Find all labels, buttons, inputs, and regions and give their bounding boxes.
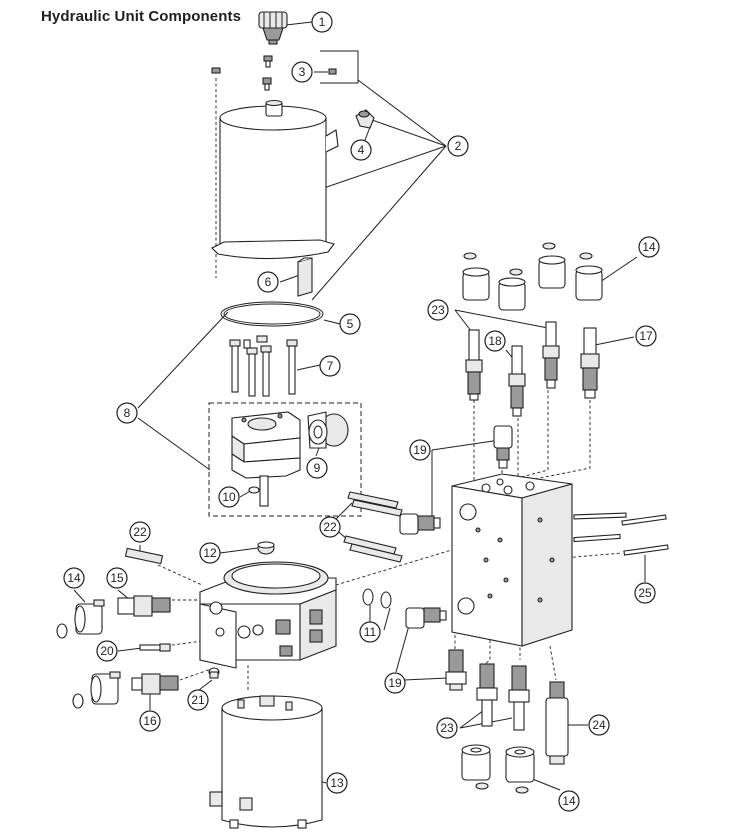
coil-valve-16-part bbox=[72, 671, 179, 709]
callout-13-label: 13 bbox=[330, 776, 344, 790]
callout-9-label: 9 bbox=[314, 461, 321, 475]
stem-20-part bbox=[139, 643, 171, 652]
callout-4-label: 4 bbox=[358, 143, 365, 157]
callout-17: 17 bbox=[635, 325, 657, 347]
callout-22-right: 22 bbox=[319, 516, 341, 538]
callout-4: 4 bbox=[350, 139, 372, 161]
callout-5-label: 5 bbox=[347, 317, 354, 331]
relief-valve-top-part bbox=[493, 425, 513, 469]
callout-23-bottom-label: 23 bbox=[440, 721, 454, 735]
callout-18: 18 bbox=[484, 330, 506, 352]
callout-18-label: 18 bbox=[488, 334, 502, 348]
callout-20-label: 20 bbox=[100, 644, 114, 658]
callout-7: 7 bbox=[319, 355, 341, 377]
lower-valves-part bbox=[445, 649, 569, 765]
callout-6-label: 6 bbox=[265, 275, 272, 289]
callout-19-bottom: 19 bbox=[384, 672, 406, 694]
callout-11-label: 11 bbox=[364, 625, 377, 639]
callout-24-label: 24 bbox=[592, 718, 606, 732]
callout-19-top-label: 19 bbox=[413, 443, 427, 457]
callout-16-label: 16 bbox=[143, 714, 157, 728]
fittings-22-part bbox=[124, 491, 403, 565]
tie-rods-part bbox=[573, 512, 669, 556]
callout-19-bottom-label: 19 bbox=[388, 676, 402, 690]
callout-24: 24 bbox=[588, 714, 610, 736]
callout-10-label: 10 bbox=[222, 490, 236, 504]
callout-12-label: 12 bbox=[203, 546, 217, 560]
callout-23-top: 23 bbox=[427, 299, 449, 321]
callout-13: 13 bbox=[326, 772, 348, 794]
bolts-part bbox=[229, 335, 298, 397]
callout-8-label: 8 bbox=[124, 406, 131, 420]
callout-2-label: 2 bbox=[455, 139, 462, 153]
callout-14-left-label: 14 bbox=[67, 571, 81, 585]
coil-valve-15-part bbox=[56, 595, 171, 639]
callout-23-top-label: 23 bbox=[431, 303, 445, 317]
callout-16: 16 bbox=[139, 710, 161, 732]
callout-9: 9 bbox=[306, 457, 328, 479]
callout-17-label: 17 bbox=[639, 329, 653, 343]
page-title: Hydraulic Unit Components bbox=[41, 8, 242, 25]
callout-5: 5 bbox=[339, 313, 361, 335]
callout-19-top: 19 bbox=[409, 439, 431, 461]
callout-12: 12 bbox=[199, 542, 221, 564]
callout-15: 15 bbox=[106, 567, 128, 589]
callout-3: 3 bbox=[291, 61, 313, 83]
leader-lines bbox=[73, 21, 646, 791]
callout-3-label: 3 bbox=[299, 65, 306, 79]
callout-8: 8 bbox=[116, 402, 138, 424]
callout-21-label: 21 bbox=[191, 693, 205, 707]
breather-cap-part bbox=[258, 11, 288, 45]
tank-screw-parts bbox=[211, 55, 337, 91]
callout-22-right-label: 22 bbox=[323, 520, 337, 534]
callout-10: 10 bbox=[218, 486, 240, 508]
callout-14-bottom: 14 bbox=[558, 790, 580, 812]
callout-6: 6 bbox=[257, 271, 279, 293]
plug-12-part bbox=[257, 541, 275, 555]
callout-14-bottom-label: 14 bbox=[562, 794, 576, 808]
callout-25-label: 25 bbox=[638, 586, 652, 600]
pump-assembly-box bbox=[208, 402, 362, 517]
reservoir-tank-part bbox=[211, 99, 339, 260]
baffle-part bbox=[297, 257, 313, 297]
callout-14-top-label: 14 bbox=[642, 240, 656, 254]
pump-part bbox=[231, 411, 301, 507]
coil-set-top-part bbox=[462, 242, 603, 311]
callout-21: 21 bbox=[187, 689, 209, 711]
cartridge-valves-top-part bbox=[465, 321, 600, 417]
callout-1: 1 bbox=[311, 11, 333, 33]
callout-14-top: 14 bbox=[638, 236, 660, 258]
callout-14-left: 14 bbox=[63, 567, 85, 589]
callout-22-left: 22 bbox=[129, 521, 151, 543]
callout-23-bottom: 23 bbox=[436, 717, 458, 739]
relief-valve-side-part bbox=[399, 513, 447, 629]
coupler-part bbox=[307, 411, 349, 449]
motor-housing-part bbox=[209, 695, 323, 829]
callout-2: 2 bbox=[447, 135, 469, 157]
o-rings-11-part bbox=[362, 588, 392, 609]
callout-25: 25 bbox=[634, 582, 656, 604]
callout-11: 11 bbox=[359, 621, 381, 643]
callout-15-label: 15 bbox=[110, 571, 124, 585]
plug-21-part bbox=[208, 667, 220, 679]
o-ring-part bbox=[220, 301, 324, 327]
callout-1-label: 1 bbox=[319, 15, 326, 29]
pump-base-block-part bbox=[199, 561, 337, 669]
callout-7-label: 7 bbox=[327, 359, 334, 373]
valve-manifold-part bbox=[451, 473, 573, 647]
washer-10-part bbox=[248, 486, 260, 494]
coil-set-bottom-part bbox=[461, 744, 535, 794]
callout-20: 20 bbox=[96, 640, 118, 662]
callout-22-left-label: 22 bbox=[133, 525, 147, 539]
elbow-fitting-part bbox=[355, 109, 375, 129]
